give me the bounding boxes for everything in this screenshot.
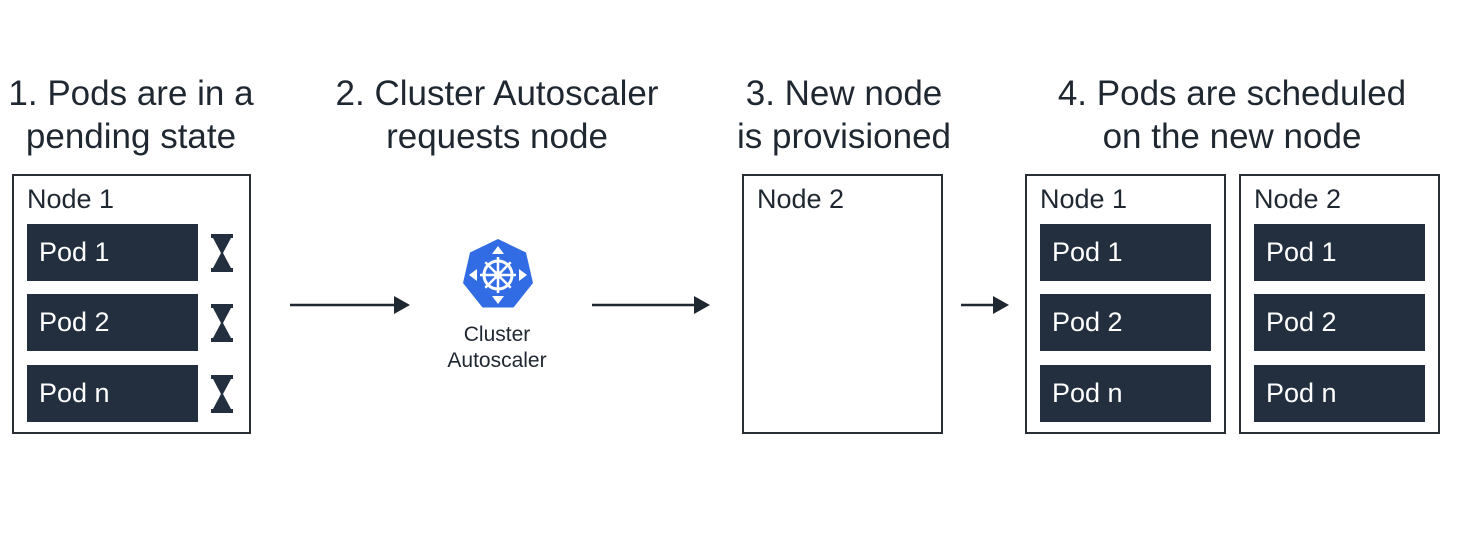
hourglass-icon (211, 375, 233, 413)
node-label: Node 2 (1254, 184, 1342, 214)
pod: Pod n (1254, 365, 1425, 422)
step-1-node-box: Node 1 Pod 1 Pod 2 Pod n (12, 174, 251, 434)
node-label: Node 2 (757, 184, 845, 214)
pod: Pod 1 (1254, 224, 1425, 281)
step-3-title: 3. New node is provisioned (716, 72, 972, 158)
step-2-title-line-2: requests node (386, 117, 608, 156)
step-1-title: 1. Pods are in a pending state (0, 72, 262, 158)
arrow-right-icon (961, 296, 1009, 314)
hourglass-icon (211, 234, 233, 272)
step-1-title-line-2: pending state (25, 117, 237, 156)
pod: Pod n (27, 365, 198, 422)
step-4-title-line-1: 4. Pods are scheduled (1057, 74, 1407, 113)
pod: Pod 2 (1254, 294, 1425, 351)
cluster-autoscaler-label-line-1: Cluster (463, 323, 531, 346)
pod: Pod 2 (27, 294, 198, 351)
step-2-title-line-1: 2. Cluster Autoscaler (335, 74, 659, 113)
pod: Pod 1 (27, 224, 198, 281)
step-3-node-box: Node 2 (742, 174, 943, 434)
step-2-title: 2. Cluster Autoscaler requests node (312, 72, 682, 158)
cluster-autoscaler-label: Cluster Autoscaler (427, 322, 567, 374)
cluster-autoscaler-label-line-2: Autoscaler (447, 349, 547, 372)
step-4-node-2-box: Node 2 Pod 1 Pod 2 Pod n (1239, 174, 1440, 434)
kubernetes-helm-icon (463, 239, 533, 308)
arrow-right-icon (592, 296, 710, 314)
step-1-title-line-1: 1. Pods are in a (8, 74, 254, 113)
step-4-node-1-box: Node 1 Pod 1 Pod 2 Pod n (1025, 174, 1226, 434)
pod: Pod n (1040, 365, 1211, 422)
step-3-title-line-1: 3. New node (745, 74, 943, 113)
pod: Pod 1 (1040, 224, 1211, 281)
step-4-title-line-2: on the new node (1102, 117, 1362, 156)
step-4-title: 4. Pods are scheduled on the new node (1030, 72, 1434, 158)
node-label: Node 1 (1040, 184, 1128, 214)
pod: Pod 2 (1040, 294, 1211, 351)
arrow-right-icon (290, 296, 410, 314)
node-label: Node 1 (27, 184, 115, 214)
step-3-title-line-2: is provisioned (737, 117, 951, 156)
hourglass-icon (211, 304, 233, 342)
